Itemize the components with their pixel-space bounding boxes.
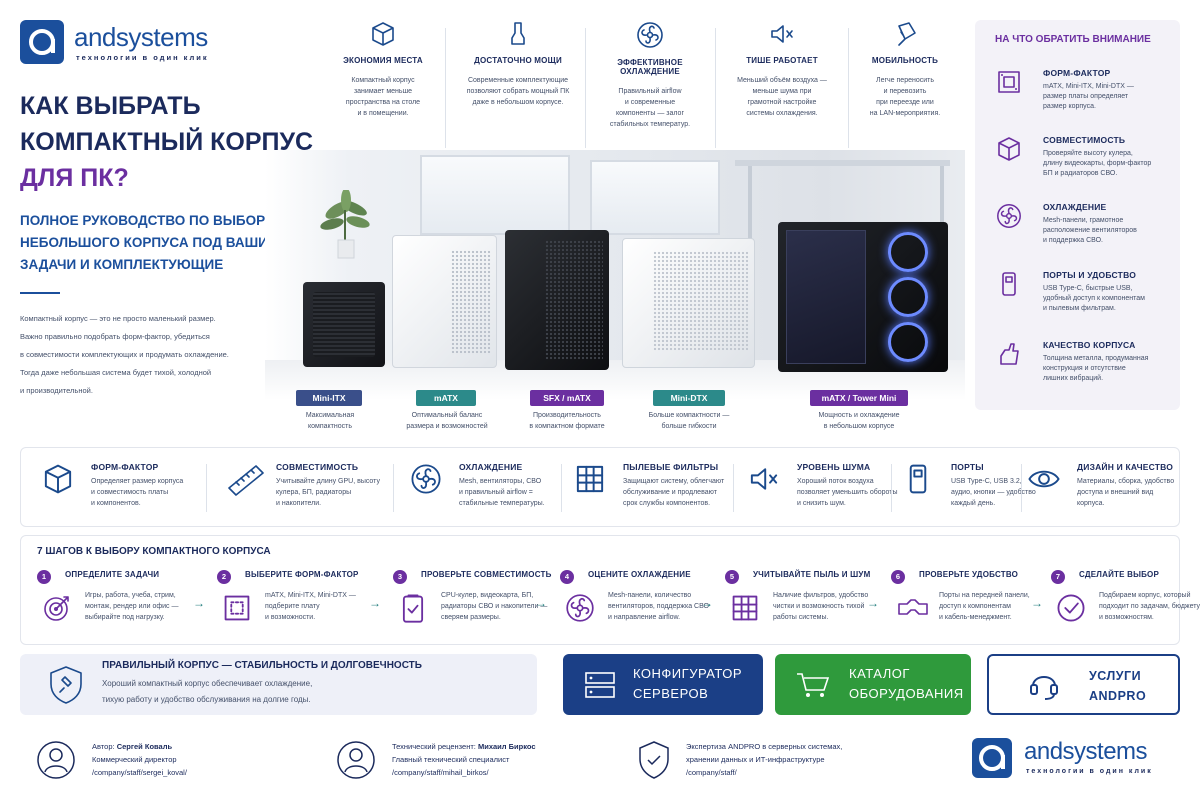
author-link[interactable]: /company/staff/sergei_koval/ <box>92 768 187 777</box>
case-label-mini-itx: Mini-ITX <box>296 390 362 406</box>
footer-logo[interactable] <box>972 738 1012 778</box>
attention-title: НА ЧТО ОБРАТИТЬ ВНИМАНИЕ <box>995 34 1151 45</box>
headset-icon <box>1030 676 1058 700</box>
arrow-right-icon: → <box>369 596 381 610</box>
eye-icon <box>1028 470 1060 488</box>
brand-name: andsystems <box>74 22 208 52</box>
durability-banner: ПРАВИЛЬНЫЙ КОРПУС — СТАБИЛЬНОСТЬ И ДОЛГО… <box>20 654 537 715</box>
expertise-link[interactable]: /company/staff/ <box>686 768 737 777</box>
fan-icon <box>566 594 594 622</box>
case-label-sfx-matx: SFX / mATX <box>530 390 604 406</box>
box-icon <box>998 137 1020 161</box>
target-icon <box>44 596 69 621</box>
arrow-right-icon: → <box>867 596 879 610</box>
case-matx-white[interactable] <box>392 235 497 368</box>
brand-tagline: технологии в один клик <box>76 53 209 62</box>
shelf-decor <box>735 160 950 166</box>
filter-icon <box>576 465 604 493</box>
arrow-right-icon: → <box>701 596 713 610</box>
arrow-right-icon: → <box>535 596 547 610</box>
cube-icon <box>372 22 394 46</box>
case-mini-dtx[interactable] <box>622 238 755 368</box>
arrow-right-icon: → <box>193 596 205 610</box>
case-label-mini-dtx: Mini-DTX <box>653 390 725 406</box>
cable-icon <box>898 599 928 615</box>
case-tower-mini[interactable] <box>778 222 948 372</box>
user-avatar-icon <box>37 741 75 779</box>
fan-icon <box>637 22 663 48</box>
shield-icon <box>50 666 82 704</box>
reviewer-link[interactable]: /company/staff/mihail_birkos/ <box>392 768 489 777</box>
case-label-matx: mATX <box>416 390 476 406</box>
footer-brand-tagline: технологии в один клик <box>1026 768 1153 775</box>
footer-brand-name: andsystems <box>1024 738 1148 765</box>
cart-icon <box>797 673 830 697</box>
feature-quieter: ТИШЕ РАБОТАЕТ Меньший объём воздуха —мен… <box>727 20 837 119</box>
shield-check-icon <box>639 741 669 779</box>
window-decor <box>590 160 720 235</box>
case-desc-mini-dtx: Больше компактности —больше гибкости <box>648 412 730 430</box>
board-icon <box>224 595 250 621</box>
feature-cooling: ЭФФЕКТИВНОЕ ОХЛАЖДЕНИЕ Правильный airflo… <box>595 20 705 130</box>
plant-icon <box>318 190 373 260</box>
logo-mark-icon <box>972 738 1012 778</box>
attention-panel: НА ЧТО ОБРАТИТЬ ВНИМАНИЕ ФОРМ-ФАКТОР mAT… <box>975 20 1180 410</box>
hand-icon <box>1000 343 1019 365</box>
case-sfx-matx[interactable] <box>505 230 609 370</box>
case-label-tower-mini: mATX / Tower Mini <box>810 390 908 406</box>
steps-title: 7 ШАГОВ К ВЫБОРУ КОМПАКТНОГО КОРПУСА <box>37 546 271 557</box>
mute-icon <box>750 468 778 490</box>
brand-logo[interactable] <box>20 20 64 64</box>
divider <box>20 292 60 294</box>
usb-icon <box>909 464 927 494</box>
board-icon <box>998 71 1020 93</box>
logo-mark-icon <box>20 20 64 64</box>
feature-enough-power: ДОСТАТОЧНО МОЩИ Современные комплектующи… <box>463 20 573 108</box>
chip-icon <box>511 22 525 45</box>
checklist-icon <box>402 594 424 623</box>
mobile-icon <box>898 22 916 46</box>
filter-icon <box>732 595 758 621</box>
ruler-icon <box>228 465 264 496</box>
arrow-right-icon: → <box>1031 596 1043 610</box>
page-title: КАК ВЫБРАТЬ КОМПАКТНЫЙ КОРПУС ДЛЯ ПК? <box>20 92 314 192</box>
user-avatar-icon <box>337 741 375 779</box>
steps-section: 7 ШАГОВ К ВЫБОРУ КОМПАКТНОГО КОРПУСА 1 О… <box>20 535 1200 645</box>
check-icon <box>1057 594 1085 622</box>
page-subtitle: ПОЛНОЕ РУКОВОДСТВО ПО ВЫБОРУ НЕБОЛЬШОГО … <box>20 213 274 272</box>
intro-text: Компактный корпус — это не просто малень… <box>20 314 229 395</box>
case-mini-itx[interactable] <box>303 282 385 367</box>
cube-icon <box>44 464 72 494</box>
fan-icon <box>997 204 1021 228</box>
window-decor <box>420 155 570 235</box>
server-icon <box>585 672 615 698</box>
fan-icon <box>411 464 441 494</box>
mute-icon <box>771 25 793 43</box>
usb-icon <box>1002 272 1016 296</box>
